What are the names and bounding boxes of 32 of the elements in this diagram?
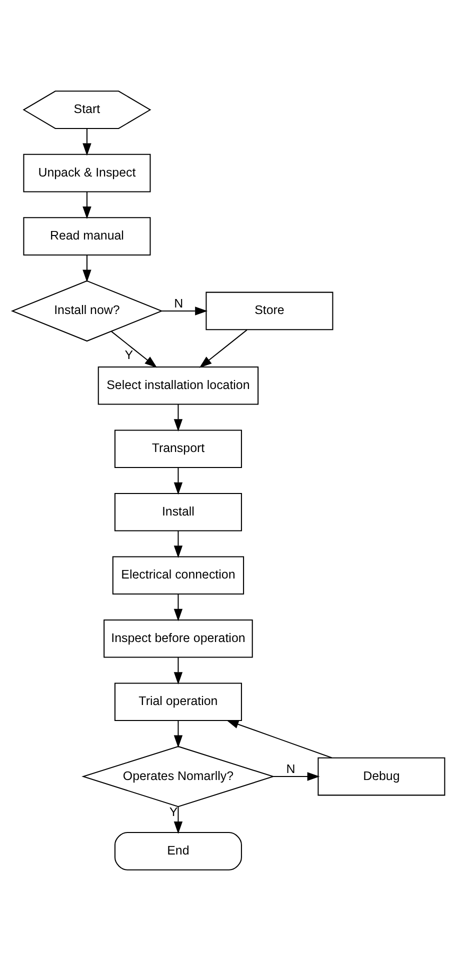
node-diamond: Install now?: [10, 280, 163, 342]
node-box: Install: [114, 492, 242, 531]
edge-label: N: [286, 762, 296, 776]
arrow: [174, 467, 183, 494]
node-box: Select installation location: [98, 366, 259, 404]
node-box: Trial operation: [114, 682, 242, 721]
edge-label: N: [174, 296, 184, 310]
arrow: [82, 191, 92, 218]
node-box: Unpack & Inspect: [23, 153, 151, 192]
arrow: [111, 330, 158, 368]
edge-label: Y: [124, 348, 134, 362]
node-box: Store: [206, 291, 334, 330]
node-box: End: [114, 832, 242, 870]
node-box: Debug: [318, 756, 446, 796]
node-diamond: Operates Nomarlly?: [82, 745, 275, 807]
arrow: [174, 656, 183, 684]
node-box: Inspect before operation: [104, 618, 253, 658]
arrow: [82, 128, 92, 156]
node-box: Electrical connection: [112, 556, 244, 594]
arrow: [174, 404, 183, 432]
node-box: Read manual: [23, 216, 151, 255]
arrow: [174, 594, 183, 621]
arrow: [174, 530, 183, 558]
arrow: [162, 306, 208, 315]
edge-label: Y: [169, 804, 178, 819]
arrow: [82, 254, 92, 282]
node-box: Transport: [114, 429, 242, 468]
arrow: [174, 806, 183, 834]
arrow: [273, 772, 320, 780]
arrow: [226, 720, 332, 758]
arrow: [199, 329, 248, 368]
arrow: [174, 720, 183, 748]
